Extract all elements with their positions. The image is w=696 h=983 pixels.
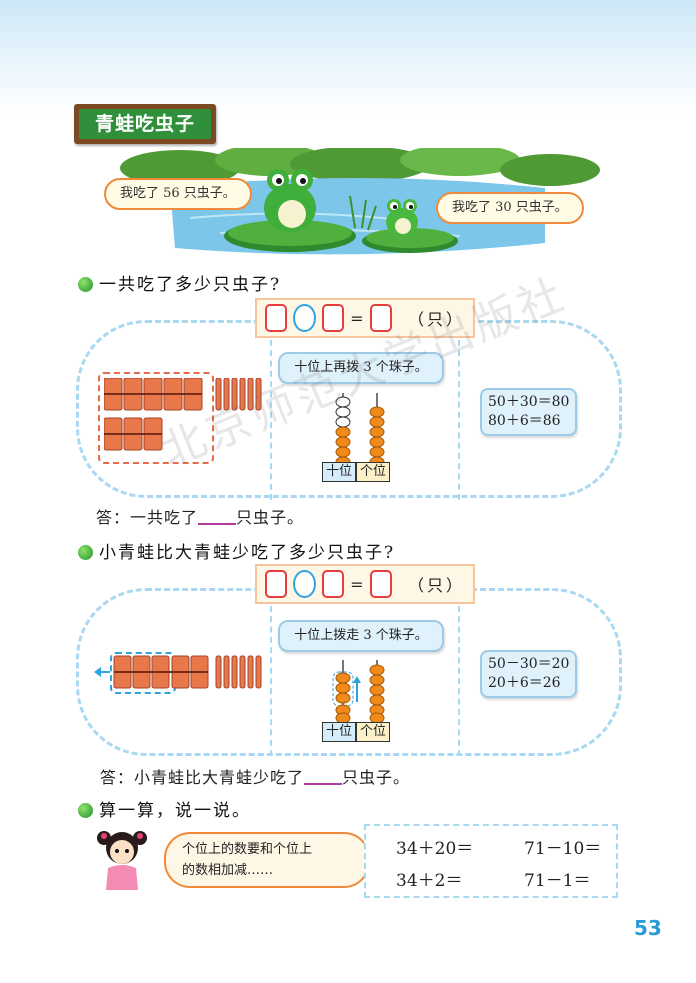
question-3-text: 算一算，说一说。 <box>99 801 251 821</box>
small-frog-speech: 我吃了 30 只虫子。 <box>436 192 584 224</box>
question-1-result: 50＋30＝80 80＋6＝86 <box>480 388 578 436</box>
question-2-hint: 十位上拨走 3 个珠子。 <box>278 620 444 652</box>
pond-illustration <box>120 144 600 255</box>
question-1-answer: 答：一共吃了只虫子。 <box>96 508 305 527</box>
calc-item: 34＋2＝ <box>396 871 463 891</box>
girl-illustration <box>97 831 147 890</box>
panel-divider <box>270 606 272 756</box>
answer-box[interactable] <box>369 570 392 598</box>
unit-label: （只） <box>407 310 465 329</box>
question-2-answer: 答：小青蛙比大青蛙少吃了只虫子。 <box>100 768 411 787</box>
bundles-group <box>98 372 214 464</box>
panel-divider <box>270 340 272 500</box>
ones-label: 个位 <box>356 462 391 482</box>
question-1-heading: 一共吃了多少只虫子? <box>78 270 281 295</box>
calc-item: 34＋20＝ <box>396 839 474 859</box>
result-line: 50－30＝20 <box>488 656 570 672</box>
place-value-labels: 十位个位 <box>322 722 391 742</box>
calc-row: 34＋20＝ 71－10＝ <box>396 834 624 859</box>
calc-item: 71－1＝ <box>524 871 591 891</box>
counting-sticks <box>94 655 262 689</box>
question-3-heading: 算一算，说一说。 <box>78 796 251 821</box>
result-line: 80＋6＝86 <box>488 413 561 429</box>
unit-label: （只） <box>407 576 465 595</box>
operator-box[interactable] <box>293 570 316 598</box>
green-dot-icon <box>78 277 93 292</box>
question-2-equation: = （只） <box>255 564 475 604</box>
tens-label: 十位 <box>322 722 357 742</box>
counting-sticks <box>104 378 262 451</box>
question-1-equation: = （只） <box>255 298 475 338</box>
question-2-heading: 小青蛙比大青蛙少吃了多少只虫子? <box>78 538 395 563</box>
section-title: 青蛙吃虫子 <box>79 109 211 139</box>
answer-blank[interactable] <box>304 783 343 785</box>
ones-label: 个位 <box>356 722 391 742</box>
big-frog-speech: 我吃了 56 只虫子。 <box>104 178 252 210</box>
equals-sign: = <box>350 308 364 328</box>
tens-label: 十位 <box>322 462 357 482</box>
panel-divider <box>458 340 460 500</box>
abacus <box>332 660 385 724</box>
section-title-banner: 青蛙吃虫子 <box>74 104 216 144</box>
answer-box[interactable] <box>321 304 345 332</box>
question-1-hint: 十位上再拨 3 个珠子。 <box>278 352 444 384</box>
place-value-labels: 十位个位 <box>322 462 391 482</box>
answer-box[interactable] <box>265 570 288 598</box>
result-line: 50＋30＝80 <box>488 394 570 410</box>
green-dot-icon <box>78 803 93 818</box>
panel-divider <box>458 606 460 756</box>
page-number: 53 <box>634 916 662 940</box>
pond-scene: 我吃了 56 只虫子。 我吃了 30 只虫子。 <box>100 144 610 260</box>
answer-blank[interactable] <box>198 523 237 525</box>
result-line: 20＋6＝26 <box>488 675 561 691</box>
equals-sign: = <box>350 574 364 594</box>
calculation-box: 34＋20＝ 71－10＝ 34＋2＝ 71－1＝ <box>364 824 618 898</box>
sky-gradient <box>0 0 696 115</box>
answer-box[interactable] <box>321 570 345 598</box>
question-2-text: 小青蛙比大青蛙少吃了多少只虫子? <box>99 543 396 563</box>
calc-item: 71－10＝ <box>524 839 602 859</box>
girl-speech-bubble: 个位上的数要和个位上 的数相加减…… <box>164 832 370 888</box>
answer-box[interactable] <box>265 304 288 332</box>
answer-box[interactable] <box>369 304 392 332</box>
question-1-text: 一共吃了多少只虫子? <box>99 275 282 295</box>
green-dot-icon <box>78 545 93 560</box>
calc-row: 34＋2＝ 71－1＝ <box>396 866 624 891</box>
question-2-result: 50－30＝20 20＋6＝26 <box>480 650 578 698</box>
abacus <box>335 393 385 468</box>
operator-box[interactable] <box>293 304 316 332</box>
